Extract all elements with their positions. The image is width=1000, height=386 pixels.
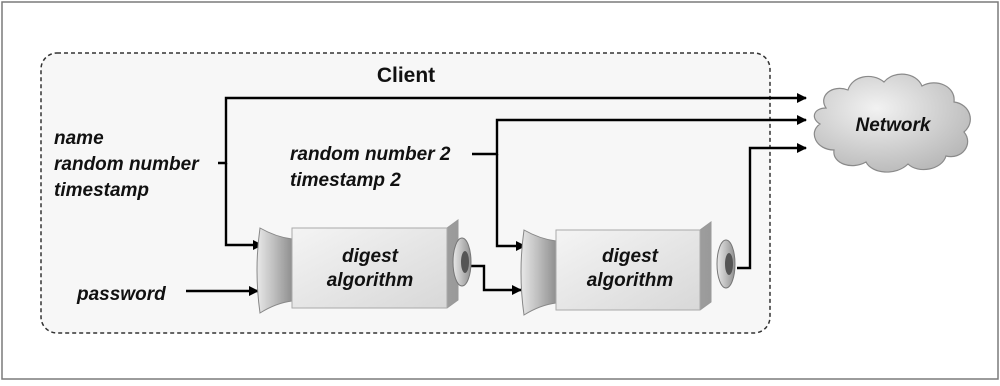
client-title: Client <box>377 64 435 87</box>
timestamp-label: timestamp <box>54 180 149 201</box>
digest-algorithm-box-2: digest algorithm <box>520 221 736 316</box>
wire-to-network-1 <box>218 93 807 165</box>
digest-2-line2: algorithm <box>587 270 674 291</box>
input-funnel-1 <box>256 227 293 314</box>
name-label: name <box>54 128 104 149</box>
timestamp-2-label: timestamp 2 <box>290 170 401 191</box>
wire-to-network-3 <box>737 143 807 270</box>
input-funnel-2 <box>520 229 557 316</box>
network-label: Network <box>856 115 932 136</box>
password-label: password <box>76 284 166 305</box>
wire-to-digest-1 <box>224 163 263 250</box>
figure-frame <box>1 1 999 380</box>
digest-1-line1: digest <box>342 246 399 267</box>
digest-chain-wire <box>466 264 522 295</box>
wire-to-digest-2 <box>495 154 526 251</box>
wire-to-network-2 <box>472 115 807 156</box>
digest-2-line1: digest <box>602 246 659 267</box>
random-number-label: random number <box>54 154 200 175</box>
digest-algorithm-box-1: digest algorithm <box>256 219 472 314</box>
random-number-2-label: random number 2 <box>290 144 451 165</box>
network-cloud: Network <box>813 73 971 173</box>
digest-1-line2: algorithm <box>327 270 414 291</box>
